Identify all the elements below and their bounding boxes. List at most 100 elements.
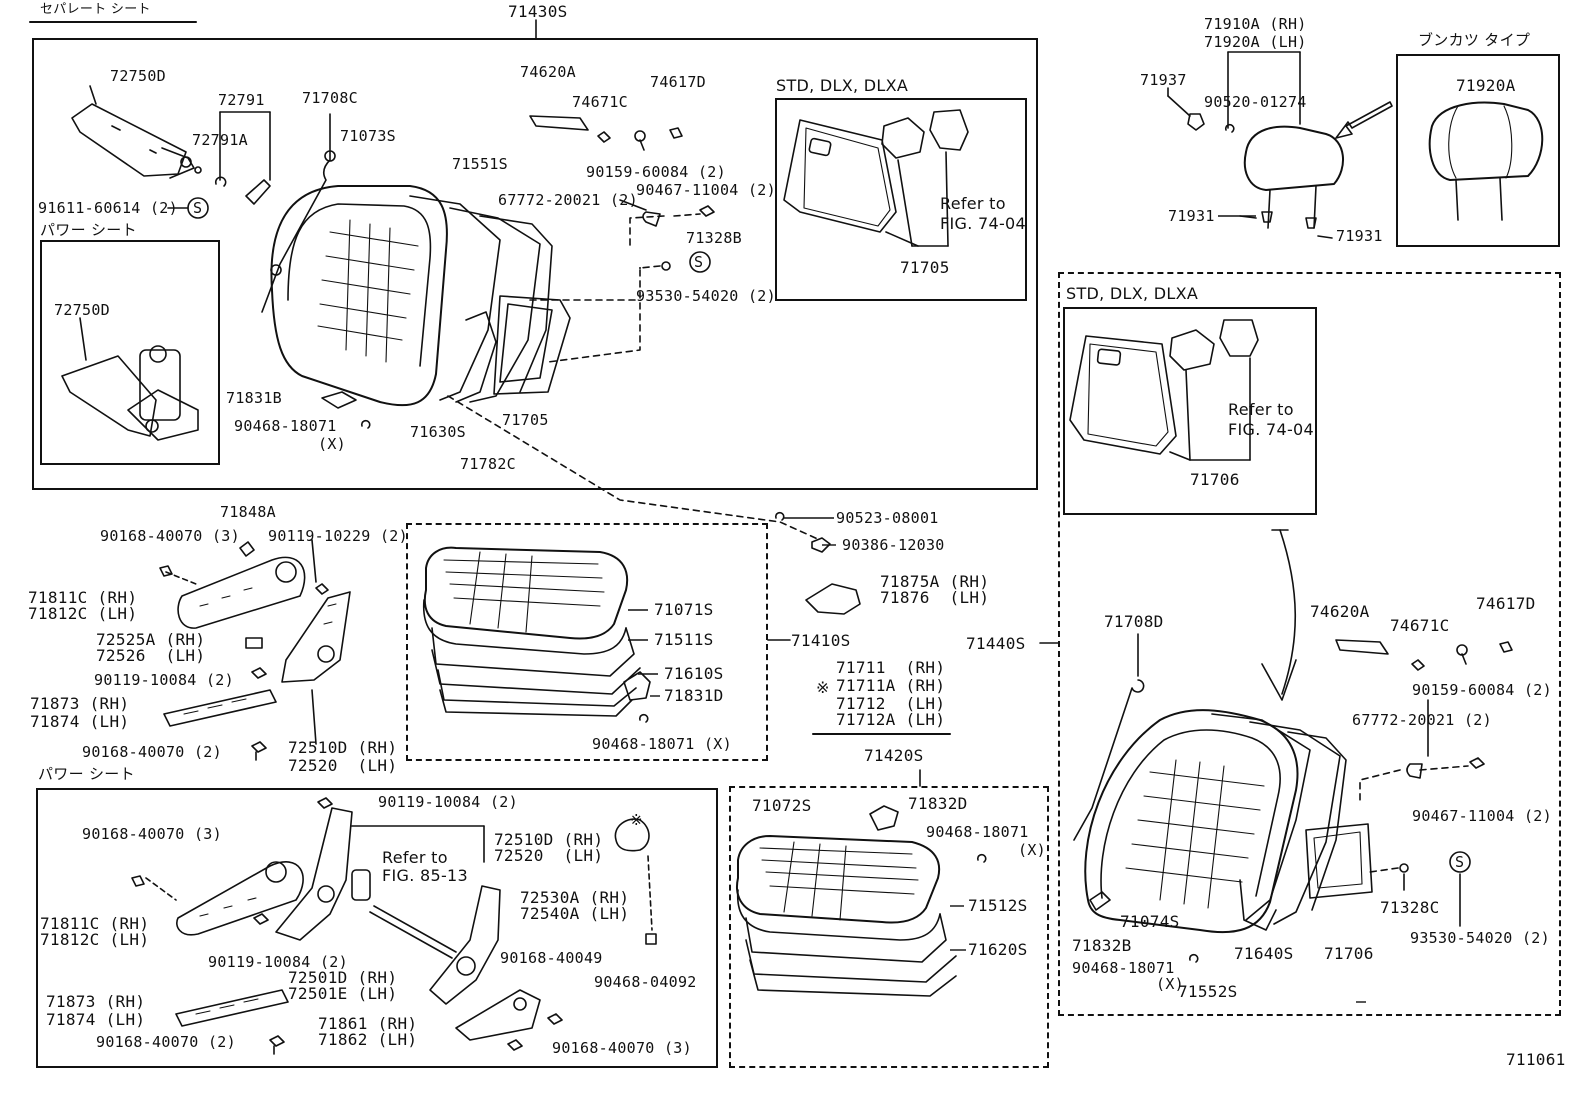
headrest-split-box <box>1396 54 1560 247</box>
part-90468-x: (X) <box>318 435 346 453</box>
std-dlx-right-box <box>1063 307 1317 515</box>
part-90168-40049: 90168-40049 <box>500 949 603 967</box>
part-91611-60614: 91611-60614 (2) <box>38 199 178 217</box>
part-71708C: 71708C <box>302 89 358 107</box>
part-93530-54020: 93530-54020 (2) <box>636 287 776 305</box>
part-71874-b: 71874 (LH) <box>46 1010 146 1029</box>
part-72791A: 72791A <box>192 131 248 149</box>
part-90119-10084-b: 90119-10084 (2) <box>378 793 518 811</box>
part-72526: 72526 (LH) <box>96 646 206 665</box>
part-90168-40070-2: 90168-40070 (2) <box>82 743 222 761</box>
refer-note-top-fig: FIG. 74-04 <box>940 214 1026 233</box>
std-dlx-heading-top: STD, DLX, DLXA <box>776 76 909 95</box>
part-90520-01274: 90520-01274 <box>1204 93 1307 111</box>
part-s-mark: S <box>193 199 203 217</box>
refer-note-85: Refer to <box>382 848 448 867</box>
part-90468-18071-d: 90468-18071 <box>926 823 1029 841</box>
std-dlx-heading-right: STD, DLX, DLXA <box>1066 284 1199 303</box>
power-seat-bottom-box <box>36 788 718 1068</box>
part-71552S: 71552S <box>1178 982 1238 1001</box>
part-71074S: 71074S <box>1120 912 1180 931</box>
part-67772-20021-b: 67772-20021 (2) <box>1352 711 1492 729</box>
part-74620A-b: 74620A <box>1310 602 1370 621</box>
part-72540A: 72540A (LH) <box>520 904 630 923</box>
part-71630S: 71630S <box>410 423 466 441</box>
figure-number: 711061 <box>1506 1050 1566 1069</box>
part-71862: 71862 (LH) <box>318 1030 418 1049</box>
part-72525A: 72525A (RH) <box>96 630 206 649</box>
part-71920A-lh: 71920A (LH) <box>1204 33 1307 51</box>
part-90467-11004: 90467-11004 (2) <box>636 181 776 199</box>
part-90119-10229: 90119-10229 (2) <box>268 527 408 545</box>
part-71831D: 71831D <box>664 686 724 705</box>
part-71511S: 71511S <box>654 630 714 649</box>
part-71831B: 71831B <box>226 389 282 407</box>
part-71861: 71861 (RH) <box>318 1014 418 1033</box>
part-71620S: 71620S <box>968 940 1028 959</box>
part-90168-40070-2b: 90168-40070 (2) <box>96 1033 236 1051</box>
power-seat-top-box <box>40 240 220 465</box>
part-72791: 72791 <box>218 91 265 109</box>
part-90523-08001: 90523-08001 <box>836 509 939 527</box>
part-71811C-b: 71811C (RH) <box>40 914 150 933</box>
part-71832D: 71832D <box>908 794 968 813</box>
group-label-71440S: 71440S <box>966 634 1026 653</box>
asterisk-mark: ※ <box>816 678 830 697</box>
part-71706-right-box: 71706 <box>1190 470 1240 489</box>
part-71705: 71705 <box>502 411 549 429</box>
group-label-71430S: 71430S <box>508 2 568 21</box>
part-72750D-power: 72750D <box>54 301 110 319</box>
part-asterisk-small: ※ <box>630 811 643 829</box>
part-71712: 71712 (LH) <box>836 694 946 713</box>
part-72520-b: 72520 (LH) <box>494 846 604 865</box>
part-90119-10084: 90119-10084 (2) <box>94 671 234 689</box>
part-71705-top: 71705 <box>900 258 950 277</box>
part-71874: 71874 (LH) <box>30 712 130 731</box>
part-71328C: 71328C <box>1380 898 1440 917</box>
part-71832B: 71832B <box>1072 936 1132 955</box>
part-71873: 71873 (RH) <box>30 694 130 713</box>
part-90468-x-e: (X) <box>1156 975 1184 993</box>
part-71875A: 71875A (RH) <box>880 572 990 591</box>
power-seat-heading-bottom: パワー シート <box>38 765 135 783</box>
group-box-71420S <box>729 786 1049 1068</box>
group-box-71430S <box>32 38 1038 490</box>
part-71073S: 71073S <box>340 127 396 145</box>
part-71706-right: 71706 <box>1324 944 1374 963</box>
part-74671C-b: 74671C <box>1390 616 1450 635</box>
part-71812C-b: 71812C (LH) <box>40 930 150 949</box>
part-71551S: 71551S <box>452 155 508 173</box>
part-72510D-b: 72510D (RH) <box>494 830 604 849</box>
part-71931-left: 71931 <box>1168 207 1215 225</box>
part-90468-18071-x: 90468-18071 (X) <box>592 735 732 753</box>
part-90468-18071: 90468-18071 <box>234 417 337 435</box>
part-74671C: 74671C <box>572 93 628 111</box>
part-s-mark-2: S <box>694 253 704 271</box>
refer-note-right: Refer to <box>1228 400 1294 419</box>
part-71512S: 71512S <box>968 896 1028 915</box>
group-box-71440S <box>1058 272 1561 1016</box>
part-90168-40070-3: 90168-40070 (3) <box>100 527 240 545</box>
part-71711A: 71711A (RH) <box>836 676 946 695</box>
header-title: セパレート シート <box>40 2 151 17</box>
part-72501D: 72501D (RH) <box>288 968 398 987</box>
part-90467-11004-b: 90467-11004 (2) <box>1412 807 1552 825</box>
part-90468-18071-e: 90468-18071 <box>1072 959 1175 977</box>
part-72750D: 72750D <box>110 67 166 85</box>
part-71873-b: 71873 (RH) <box>46 992 146 1011</box>
part-71610S: 71610S <box>664 664 724 683</box>
part-71640S: 71640S <box>1234 944 1294 963</box>
std-dlx-top-box <box>775 98 1027 301</box>
power-seat-heading-top: パワー シート <box>40 221 137 239</box>
part-71782C: 71782C <box>460 455 516 473</box>
group-label-71420S: 71420S <box>864 746 924 765</box>
part-90159-60084-b: 90159-60084 (2) <box>1412 681 1552 699</box>
part-72501E: 72501E (LH) <box>288 984 398 1003</box>
bunkatsu-type-heading: ブンカツ タイプ <box>1418 31 1531 49</box>
part-71931-right: 71931 <box>1336 227 1383 245</box>
part-72530A: 72530A (RH) <box>520 888 630 907</box>
part-74620A: 74620A <box>520 63 576 81</box>
part-72510D: 72510D (RH) <box>288 738 398 757</box>
part-90168-40070-3b: 90168-40070 (3) <box>82 825 222 843</box>
